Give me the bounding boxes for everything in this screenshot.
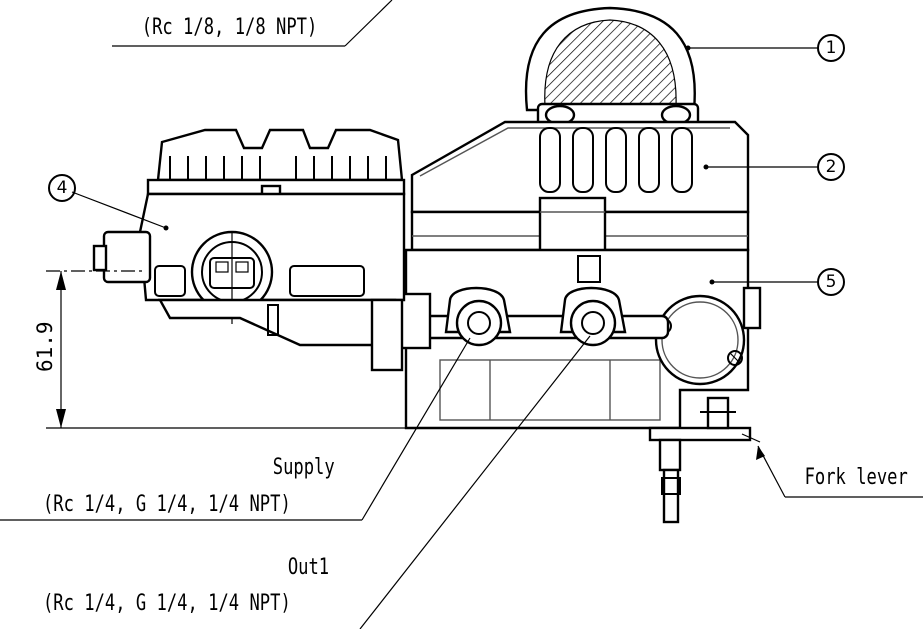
out1-label-group: Out1 (Rc 1/4, G 1/4, 1/4 NPT) xyxy=(43,335,591,629)
out1-spec: (Rc 1/4, G 1/4, 1/4 NPT) xyxy=(43,590,291,616)
callout-2-number: 2 xyxy=(826,157,837,177)
callout-4-number: 4 xyxy=(57,178,68,198)
top-port-label-group: (Rc 1/8, 1/8 NPT) xyxy=(112,0,393,47)
callout-5-number: 5 xyxy=(826,272,837,292)
callout-4: 4 xyxy=(48,174,169,231)
callout-5: 5 xyxy=(709,268,845,296)
manifold-bar xyxy=(398,286,670,350)
fork-lever-label-group: Fork lever xyxy=(756,445,923,498)
dimension-61-9: 61.9 xyxy=(33,270,406,429)
terminal-box xyxy=(92,128,406,372)
callout-1: 1 xyxy=(685,34,845,62)
terminal-fins xyxy=(169,156,387,180)
fork-lever-label: Fork lever xyxy=(805,464,908,490)
fork-lever-assembly xyxy=(648,396,761,524)
supply-title: Supply xyxy=(273,454,335,480)
supply-spec: (Rc 1/4, G 1/4, 1/4 NPT) xyxy=(43,491,291,517)
top-port-label: (Rc 1/8, 1/8 NPT) xyxy=(142,14,318,40)
indicator-dome xyxy=(524,6,700,128)
dimension-value: 61.9 xyxy=(33,321,57,372)
cover-ribs xyxy=(539,127,693,193)
out1-title: Out1 xyxy=(288,554,329,580)
side-gauge xyxy=(654,294,746,386)
supply-label-group: Supply (Rc 1/4, G 1/4, 1/4 NPT) xyxy=(0,337,471,521)
callout-1-number: 1 xyxy=(826,38,837,58)
callout-2: 2 xyxy=(703,153,845,181)
